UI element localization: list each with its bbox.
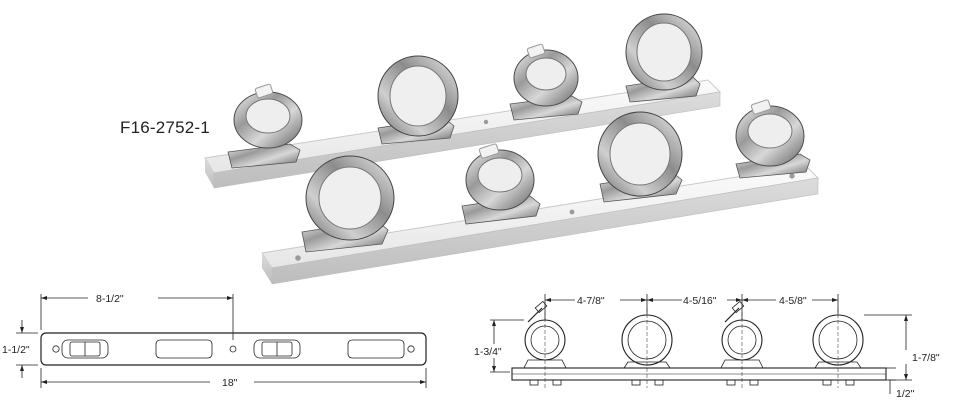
right-height-label: 1-7/8"	[912, 352, 940, 364]
front-holder-2	[461, 143, 541, 225]
width-label: 1-1/2"	[2, 344, 30, 356]
spacing-2-label: 4-5/16"	[683, 295, 717, 307]
hole-spacing-label: 8-1/2"	[96, 293, 124, 305]
front-holder-1	[301, 155, 395, 253]
back-holder-4	[625, 13, 703, 103]
spacing-3-label: 4-5/8"	[779, 295, 807, 307]
front-holder-4	[735, 99, 811, 179]
base-height-label: 1/2"	[896, 388, 915, 400]
back-holder-3	[509, 43, 583, 121]
left-height-label: 1-3/4"	[474, 346, 502, 358]
front-holder-3	[597, 111, 683, 203]
overall-length-label: 18"	[222, 377, 238, 389]
spacing-1-label: 4-7/8"	[577, 295, 605, 307]
back-holder-2	[377, 55, 459, 145]
part-number: F16-2752-1	[120, 118, 210, 137]
front-rail	[261, 165, 820, 285]
back-holder-1	[227, 83, 303, 169]
